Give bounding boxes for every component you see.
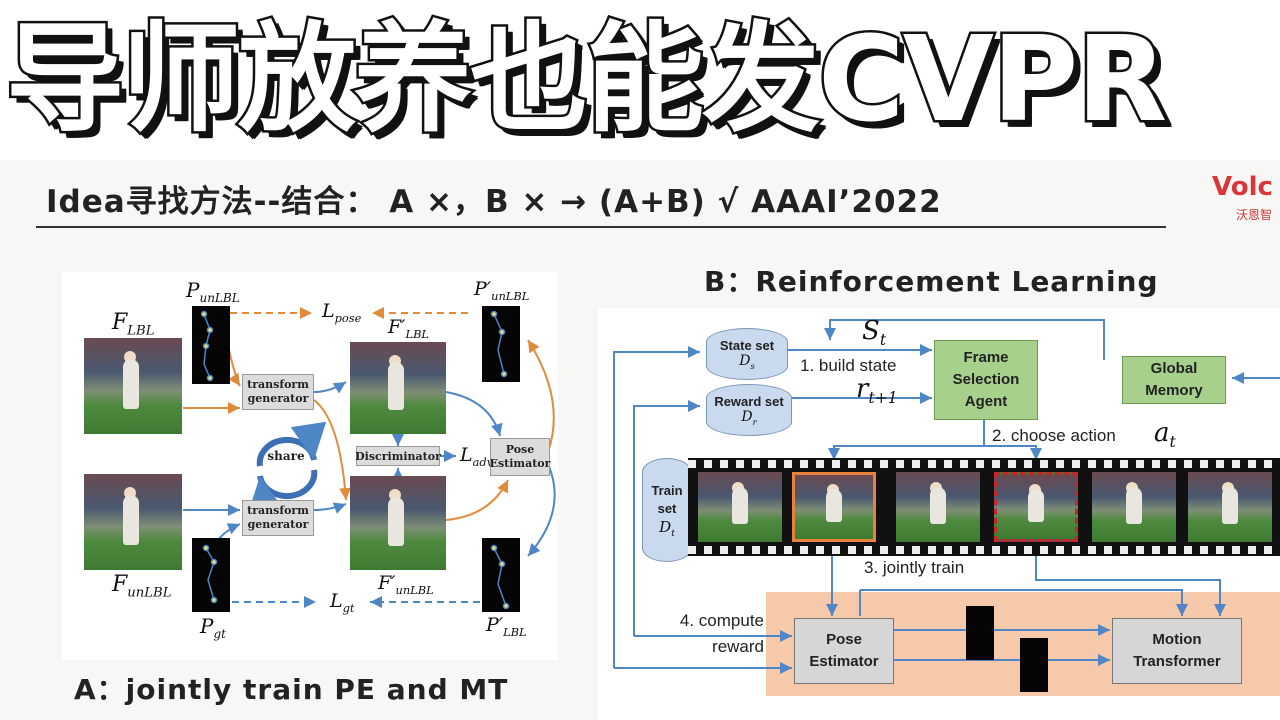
label-f-lbl: FLBL (112, 310, 155, 339)
pose-prime-lbl-skeleton (482, 538, 520, 612)
film-frame-4-candidate (994, 472, 1078, 542)
frame-lbl-prime-image (350, 342, 446, 434)
label-f-prime-unlbl: F′unLBL (378, 572, 434, 597)
banner-title: 导师放养也能发CVPR (3, 10, 1169, 148)
step-choose-action: 2. choose action (992, 426, 1116, 445)
pose-output-skeleton-2 (1020, 638, 1048, 692)
title-divider (36, 226, 1166, 228)
panel-a-arrows (183, 307, 556, 608)
discriminator-box: Discriminator (355, 446, 441, 466)
label-p-prime-lbl: P′LBL (486, 614, 527, 639)
state-set-db: State set Ds (706, 328, 788, 380)
film-frame-6 (1188, 472, 1272, 542)
pose-prime-unlbl-skeleton (482, 306, 520, 382)
panel-b-title: B：Reinforcement Learning (704, 265, 1159, 298)
film-frame-3 (896, 472, 980, 542)
motion-transformer-box: Motion Transformer (1112, 618, 1242, 684)
panel-a-caption: A：jointly train PE and MT (74, 673, 509, 706)
video-title-banner: 导师放养也能发CVPR (0, 0, 1280, 160)
frame-selection-agent-box: Frame Selection Agent (934, 340, 1038, 420)
label-p-gt: Pgt (200, 614, 226, 641)
frame-lbl-image (84, 338, 182, 434)
label-s-t: St (862, 316, 887, 350)
label-r-t1: rt+1 (856, 374, 898, 408)
label-a-t: at (1154, 418, 1176, 452)
pose-estimator-box-b: Pose Estimator (794, 618, 894, 684)
panel-b-arrows (613, 319, 1280, 674)
slide: Idea寻找方法--结合： A ×，B × → (A+B) √ AAAI’202… (0, 160, 1280, 720)
transform-generator-top-box: transform generator (242, 374, 314, 410)
film-sprockets (688, 546, 1280, 554)
skeleton-joints (200, 310, 510, 610)
share-label: share (267, 449, 305, 463)
label-p-prime-unlbl: P′unLBL (474, 278, 530, 303)
label-l-gt: Lgt (330, 590, 355, 615)
panel-a-diagram (62, 272, 558, 660)
film-frame-1 (698, 472, 782, 542)
pose-unlbl-skeleton (192, 306, 230, 384)
step-jointly-train: 3. jointly train (864, 558, 965, 577)
label-l-pose: Lpose (322, 300, 362, 325)
brand-logo-subtitle: 沃恩智 (1236, 208, 1273, 222)
frame-unlbl-prime-image (350, 476, 446, 570)
label-p-unlbl: PunLBL (186, 278, 240, 305)
label-f-unlbl: FunLBL (112, 572, 172, 601)
label-l-adv: Ladv (460, 444, 494, 469)
global-memory-box: Global Memory (1122, 356, 1226, 404)
film-frame-5 (1092, 472, 1176, 542)
slide-title: Idea寻找方法--结合： A ×，B × → (A+B) √ AAAI’202… (46, 184, 942, 220)
label-f-prime-lbl: F′LBL (388, 316, 429, 341)
video-film-strip (688, 458, 1280, 556)
train-set-db: Train set Dt (642, 458, 692, 562)
step-compute-reward: 4. compute reward (679, 611, 764, 656)
frame-unlbl-image (84, 474, 182, 570)
pose-estimator-box-a: Pose Estimator (490, 438, 550, 476)
pose-output-skeleton-1 (966, 606, 994, 660)
brand-logo: Volc (1212, 172, 1273, 202)
film-frame-2-selected (792, 472, 876, 542)
transform-generator-bottom-box: transform generator (242, 500, 314, 536)
step-build-state: 1. build state (800, 356, 897, 375)
reward-set-db: Reward set Dr (706, 384, 792, 436)
